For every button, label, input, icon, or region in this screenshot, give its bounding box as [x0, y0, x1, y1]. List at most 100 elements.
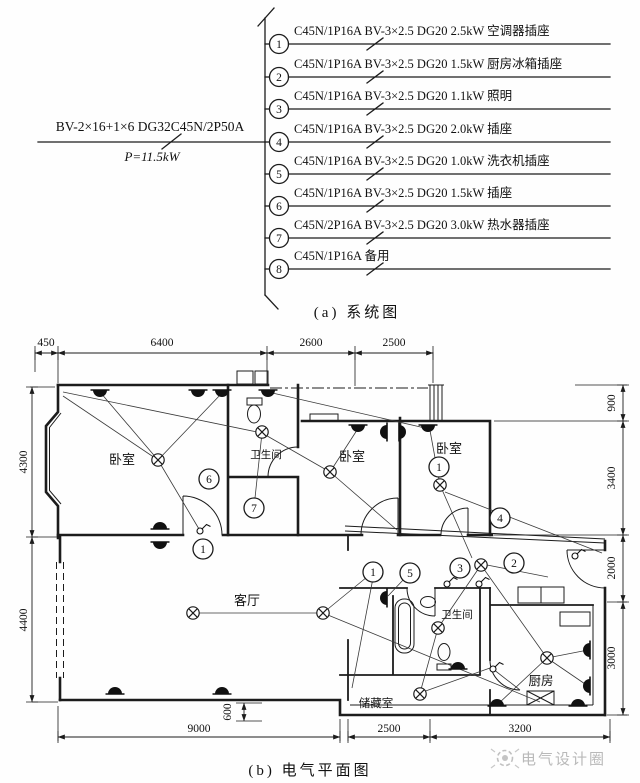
watermark-text: 电气设计圈 [521, 751, 606, 768]
circuit-number: 3 [276, 104, 282, 116]
dim-bottom-3200: 3200 [509, 723, 532, 735]
marker-2: 2 [503, 552, 525, 574]
doors [182, 446, 606, 691]
marker-6: 6 [198, 468, 220, 490]
dim-right-900: 900 [606, 394, 618, 412]
circuit-row-7: 7 C45N/2P16A BV-3×2.5 DG20 3.0kW 热水器插座 [264, 217, 611, 249]
fixtures [246, 397, 555, 706]
system-diagram: BV-2×16+1×6 DG32C45N/2P50A P=11.5kW 1 C4… [37, 7, 611, 321]
marker-5: 5 [399, 562, 421, 584]
circuit-row-2: 2 C45N/1P16A BV-3×2.5 DG20 1.5kW 厨房冰箱插座 [264, 56, 611, 88]
socket-icon [347, 424, 369, 433]
switch-icon [475, 576, 491, 588]
circuit-number: 2 [276, 72, 282, 84]
switch-icon [443, 576, 459, 588]
lamp-icon [186, 606, 200, 620]
socket-icon [149, 541, 171, 550]
bathtub [394, 598, 415, 654]
socket-icon [89, 389, 111, 398]
circuit-number: 6 [276, 201, 282, 213]
dim-bottom-600: 600 [222, 703, 234, 721]
circuit-row-3: 3 C45N/1P16A BV-3×2.5 DG20 1.1kW 照明 [264, 89, 611, 120]
socket-icon [567, 698, 589, 707]
marker-3: 3 [449, 557, 471, 579]
socket-icon [379, 587, 388, 609]
dim-top-2500: 2500 [383, 337, 406, 349]
socket-icon [104, 686, 126, 695]
lamp-icon [151, 453, 165, 467]
socket-icon [417, 424, 439, 433]
dimensions-bottom: 9000 2500 3200 600 [57, 702, 611, 743]
socket-icon [398, 421, 407, 443]
circuit-label: C45N/1P16A BV-3×2.5 DG20 1.1kW 照明 [294, 89, 512, 103]
svg-text:7: 7 [251, 503, 257, 515]
lamp-icon [431, 621, 445, 635]
circuit-ref-markers: 6 7 1 1 4 1 5 3 2 [192, 456, 525, 584]
lamp-icon [540, 651, 554, 665]
marker-7: 7 [243, 497, 265, 519]
svg-text:1: 1 [370, 567, 376, 579]
sun-logo-icon [490, 748, 520, 769]
main-feed-power: P=11.5kW [123, 149, 180, 164]
room-label-bath2: 卫生间 [441, 608, 473, 621]
dim-left-4300: 4300 [18, 450, 30, 473]
walls [44, 370, 607, 717]
room-label-bedroom1: 卧室 [109, 452, 135, 467]
circuit-number: 1 [276, 39, 282, 51]
dim-bottom-2500: 2500 [378, 723, 401, 735]
svg-text:2: 2 [511, 558, 517, 570]
cooktop [526, 690, 555, 706]
lamp-icon [316, 606, 330, 620]
svg-text:1: 1 [200, 544, 206, 556]
socket-icon [149, 521, 171, 530]
circuit-label: C45N/1P16A BV-3×2.5 DG20 2.5kW 空调器插座 [294, 23, 550, 38]
dim-top-450: 450 [37, 337, 55, 349]
circuit-label: C45N/1P16A 备用 [294, 249, 390, 263]
circuit-label: C45N/1P16A BV-3×2.5 DG20 1.5kW 插座 [294, 185, 512, 200]
dim-left-4400: 4400 [18, 608, 30, 631]
circuit-label: C45N/1P16A BV-3×2.5 DG20 2.0kW 插座 [294, 121, 512, 136]
room-label-storage: 储藏室 [359, 696, 394, 710]
floor-plan: 6 7 1 1 4 1 5 3 2 卧室 卧室 卧室 卫生间 卫生间 客厅 厨房… [18, 337, 629, 779]
svg-text:1: 1 [436, 462, 442, 474]
circuit-label: C45N/2P16A BV-3×2.5 DG20 3.0kW 热水器插座 [294, 217, 550, 232]
dimensions-right: 900 3400 2000 3000 [494, 384, 629, 716]
switch-icon [489, 661, 505, 673]
socket-symbols [89, 389, 591, 707]
room-label-living: 客厅 [234, 593, 260, 608]
socket-icon [379, 421, 388, 443]
circuit-row-6: 6 C45N/1P16A BV-3×2.5 DG20 1.5kW 插座 [264, 185, 611, 217]
toilet [247, 404, 261, 424]
svg-text:6: 6 [206, 474, 212, 486]
dimensions-top: 450 6400 2600 2500 [34, 337, 434, 386]
dim-right-2000: 2000 [606, 556, 618, 579]
main-feed: BV-2×16+1×6 DG32C45N/2P50A P=11.5kW [37, 119, 266, 164]
circuit-row-8: 8 C45N/1P16A 备用 [264, 249, 611, 280]
marker-1c: 1 [362, 561, 384, 583]
lamp-icon [413, 687, 427, 701]
circuit-number: 5 [276, 169, 282, 181]
toilet [437, 643, 451, 661]
switch-icon [571, 548, 587, 560]
circuit-number: 8 [276, 264, 282, 276]
dim-right-3000: 3000 [606, 646, 618, 669]
circuit-label: C45N/1P16A BV-3×2.5 DG20 1.0kW 洗衣机插座 [294, 153, 550, 168]
room-label-bedroom2: 卧室 [339, 449, 365, 464]
lamp-icon [433, 478, 447, 492]
room-labels: 卧室 卧室 卧室 卫生间 卫生间 客厅 厨房 储藏室 [109, 441, 554, 710]
socket-icon [211, 686, 233, 695]
svg-text:5: 5 [407, 568, 413, 580]
circuit-number: 4 [276, 137, 282, 149]
circuit-row-4: 4 C45N/1P16A BV-3×2.5 DG20 2.0kW 插座 [264, 121, 611, 153]
switch-icon [196, 523, 212, 535]
socket-icon [582, 639, 591, 661]
dim-right-3400: 3400 [606, 466, 618, 489]
marker-1a: 1 [192, 538, 214, 560]
marker-1b: 1 [428, 456, 450, 478]
room-label-bath1: 卫生间 [250, 448, 282, 461]
washbasin [420, 596, 436, 608]
lamp-symbols [151, 425, 554, 701]
room-label-bedroom3: 卧室 [436, 441, 462, 456]
marker-4: 4 [489, 507, 511, 529]
